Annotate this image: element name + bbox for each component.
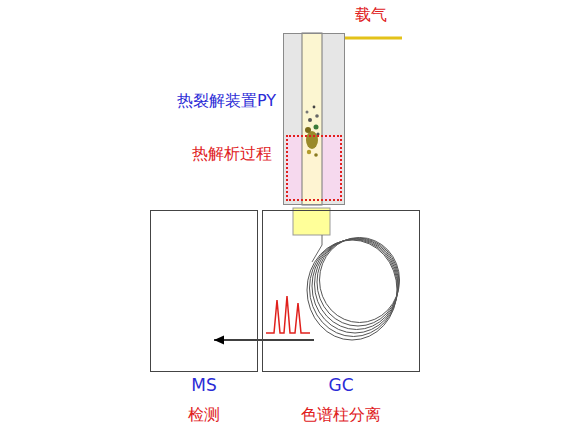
pyrolyzer-housing: 热裂解装置PY热解析过程 (283, 33, 345, 205)
unit-function: 色谱柱分离 (301, 406, 381, 424)
gas-label: 载气 (355, 6, 387, 24)
column-coil (307, 238, 400, 341)
device-label: 热裂解装置PY (177, 92, 276, 110)
gc-box: GC色谱柱分离 (262, 210, 420, 372)
flow-arrow (214, 336, 314, 345)
heat-zone-box: 热解析过程 (286, 135, 342, 201)
sample-particles (305, 106, 320, 157)
unit-label: MS (191, 376, 216, 395)
gas-line (345, 37, 402, 40)
connector-block (293, 208, 330, 235)
chromatogram-peaks (266, 296, 310, 333)
unit-label: GC (328, 376, 353, 395)
process-label: 热解析过程 (192, 145, 272, 163)
sample-tube (302, 33, 322, 205)
ms-box: MS检测 (150, 210, 258, 372)
housing-fill (283, 33, 345, 205)
unit-function: 检测 (188, 406, 220, 424)
